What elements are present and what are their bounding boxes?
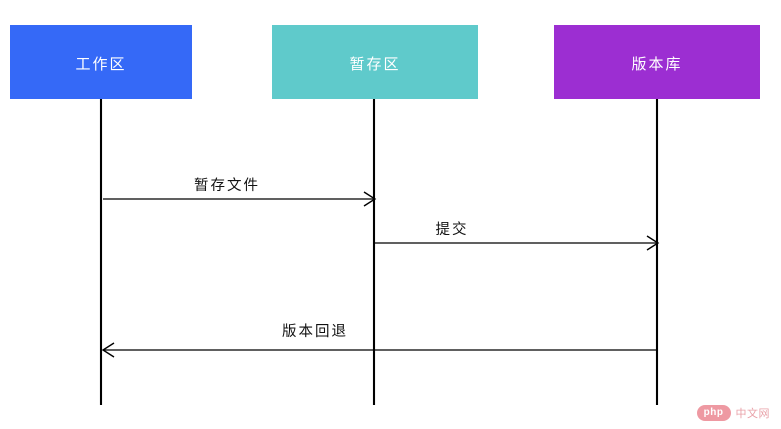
watermark-site-text: 中文网 [735, 408, 770, 420]
arrowhead-commit-icon [646, 235, 660, 251]
participant-box-staging[interactable] [272, 25, 478, 99]
participant-label-repository: 版本库 [631, 57, 683, 73]
arrowhead-version-rollback-icon [101, 342, 115, 358]
message-label-stage-files: 暂存文件 [194, 178, 260, 194]
participant-label-workspace: 工作区 [75, 57, 127, 73]
message-label-commit: 提交 [435, 222, 469, 238]
arrowhead-stage-files-icon [363, 191, 377, 207]
watermark-php-badge: php [696, 405, 731, 421]
watermark: php 中文网 [696, 405, 770, 421]
participant-label-staging: 暂存区 [349, 57, 401, 73]
participant-box-repository[interactable] [554, 25, 760, 99]
participant-box-workspace[interactable] [10, 25, 192, 99]
message-label-version-rollback: 版本回退 [282, 324, 348, 340]
